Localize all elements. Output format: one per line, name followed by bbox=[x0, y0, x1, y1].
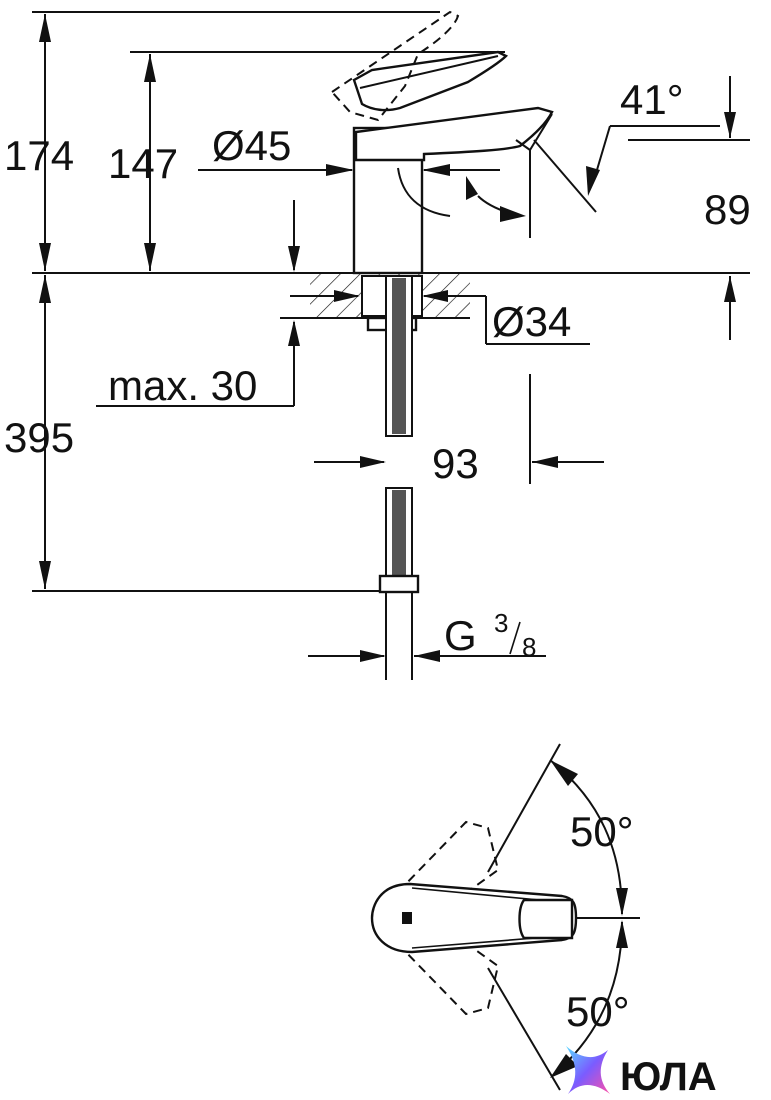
watermark-logo: ЮЛА bbox=[566, 1046, 717, 1099]
dim-41-angle-label: 41° bbox=[620, 76, 684, 123]
tap-body bbox=[352, 50, 554, 275]
dim-50-bottom-label: 50° bbox=[566, 988, 630, 1035]
dim-93-label: 93 bbox=[432, 440, 479, 487]
side-view: 174 147 Ø45 41° 89 Ø34 max. 30 395 93 G … bbox=[4, 10, 751, 680]
dim-d45-label: Ø45 bbox=[212, 122, 291, 169]
thread-denominator: 8 bbox=[522, 632, 536, 662]
thread-g-label: G bbox=[444, 612, 477, 659]
dim-147-label: 147 bbox=[108, 140, 178, 187]
dim-174-label: 174 bbox=[4, 132, 74, 179]
indicator-mark bbox=[402, 912, 412, 924]
watermark-text: ЮЛА bbox=[620, 1055, 717, 1099]
dim-max30-label: max. 30 bbox=[108, 362, 257, 409]
dim-d34-label: Ø34 bbox=[492, 298, 571, 345]
dim-395-label: 395 bbox=[4, 414, 74, 461]
dim-395-line bbox=[39, 275, 51, 589]
dim-50-top-label: 50° bbox=[570, 808, 634, 855]
lever-open-position bbox=[330, 10, 460, 122]
dim-147-line bbox=[144, 54, 156, 271]
dim-174-line bbox=[39, 14, 51, 271]
thread-numerator: 3 bbox=[494, 608, 508, 638]
top-view: 50° 50° bbox=[370, 743, 640, 1091]
dim-89-label: 89 bbox=[704, 186, 751, 233]
supply-hose bbox=[378, 275, 420, 680]
watermark-star-icon bbox=[566, 1046, 610, 1094]
